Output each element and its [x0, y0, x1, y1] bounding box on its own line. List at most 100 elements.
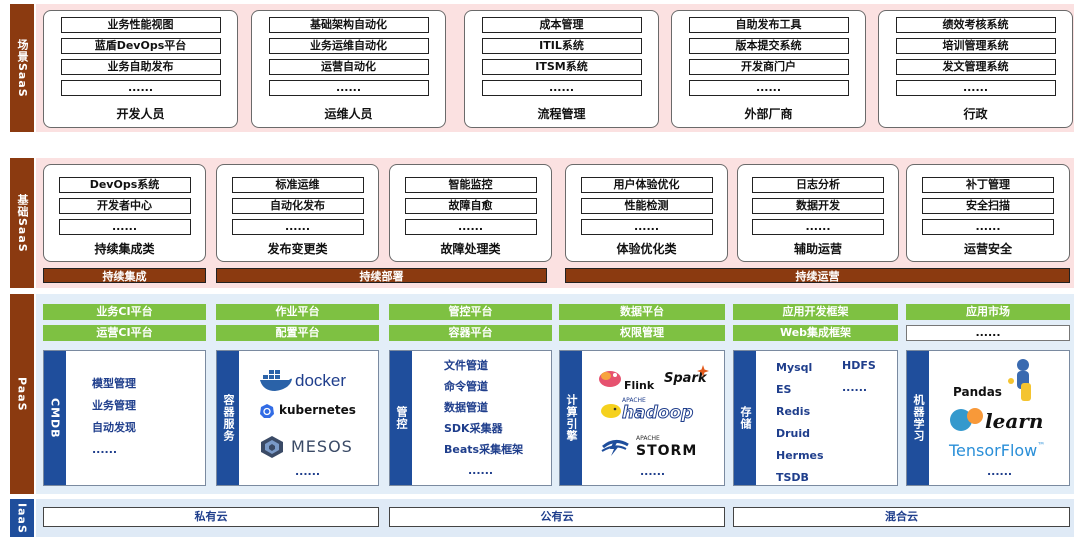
paas-platform-tag: ......: [906, 325, 1070, 341]
scikit-label: scikit: [1001, 407, 1017, 414]
scene-item: 业务自助发布: [60, 59, 221, 75]
compute-engine-title: 计算引擎: [560, 351, 582, 485]
compute-engine-card: 计算引擎 Flink Spark APACHE hadoop APACHE ST…: [559, 350, 725, 486]
container-more: ......: [295, 465, 321, 478]
base-item: DevOps系统: [58, 177, 191, 193]
mesos-hex-icon: [261, 436, 283, 458]
cmdb-items: 模型管理 业务管理 自动发现 ......: [92, 373, 136, 461]
storage-item: Druid: [776, 427, 811, 440]
scene-item: 蓝盾DevOps平台: [60, 38, 221, 54]
flink-squirrel-icon: [599, 371, 621, 387]
bar-continuous-deployment: 持续部署: [216, 268, 547, 283]
base-item: ......: [922, 219, 1054, 235]
hadoop-logo-text: hadoop: [621, 403, 694, 424]
hadoop-apache-label: APACHE: [622, 397, 646, 404]
layer-label-scene-saas: 场景SaaS: [10, 4, 34, 132]
storage-col2: HDFS ......: [842, 355, 876, 399]
hybrid-cloud-box: 混合云: [733, 507, 1070, 527]
paas-platform-tag: 应用市场: [906, 304, 1070, 320]
private-cloud-box: 私有云: [43, 507, 379, 527]
paas-band: [36, 294, 1074, 494]
layer-label-paas: PaaS: [10, 294, 34, 494]
scene-item: ......: [481, 80, 642, 96]
base-item: ......: [580, 219, 713, 235]
ml-more: ......: [987, 465, 1013, 478]
scene-item: 开发商门户: [688, 59, 849, 75]
flink-logo-text: Flink: [624, 379, 655, 392]
kubernetes-wheel-icon: [260, 404, 274, 418]
control-item: 数据管道: [444, 401, 488, 414]
storm-lightning-icon: [601, 440, 629, 456]
storage-col1: Mysql ES Redis Druid Hermes TSDB: [776, 357, 824, 483]
scene-card-label: 开发人员: [116, 107, 165, 121]
cmdb-item: ......: [92, 443, 118, 456]
container-service-title: 容器服务: [217, 351, 239, 485]
scene-item: 运营自动化: [268, 59, 429, 75]
scene-item: ......: [60, 80, 221, 96]
scene-item: 培训管理系统: [895, 38, 1056, 54]
control-card: 管控 文件管道 命令管道 数据管道 SDK采集器 Beats采集框架 .....…: [389, 350, 552, 486]
paas-platform-tag: 应用开发框架: [733, 304, 898, 320]
base-item: ......: [231, 219, 364, 235]
paas-platform-tag: 作业平台: [216, 304, 379, 320]
layer-label-base-saas: 基础SaaS: [10, 158, 34, 288]
scene-card: 绩效考核系统培训管理系统发文管理系统......行政: [878, 10, 1073, 128]
base-card: 日志分析数据开发......辅助运营: [737, 164, 899, 262]
control-item: ......: [468, 464, 494, 477]
base-card: 标准运维自动化发布......发布变更类: [216, 164, 379, 262]
scene-item: 基础架构自动化: [268, 17, 429, 33]
scene-card-label: 流程管理: [537, 107, 586, 121]
control-item: Beats采集框架: [444, 443, 524, 456]
scene-item: 成本管理: [481, 17, 642, 33]
base-item: 自动化发布: [231, 198, 364, 214]
paas-platform-tag: 管控平台: [389, 304, 552, 320]
scikit-learn-circles-icon: [950, 408, 983, 431]
machine-learning-title: 机器学习: [907, 351, 929, 485]
base-card: 用户体验优化性能检测......体验优化类: [565, 164, 728, 262]
base-item: 补丁管理: [922, 177, 1054, 193]
base-card: 智能监控故障自愈......故障处理类: [389, 164, 552, 262]
storage-item: Redis: [776, 405, 811, 418]
scene-item: ......: [268, 80, 429, 96]
docker-logo-text: docker: [295, 371, 347, 390]
base-item: ......: [404, 219, 537, 235]
container-service-card: 容器服务 docker kubernetes MESOS ......: [216, 350, 379, 486]
tensorflow-trademark: ™: [1037, 441, 1046, 450]
paas-platform-tag: 容器平台: [389, 325, 552, 341]
python-figure-icon: [1008, 359, 1031, 401]
learn-logo-text: learn: [985, 409, 1044, 433]
base-card-label: 体验优化类: [616, 242, 677, 256]
mesos-logo-text: MESOS: [291, 437, 353, 456]
scene-card: 业务性能视图蓝盾DevOps平台业务自助发布...... 开发人员: [43, 10, 238, 128]
base-item: 数据开发: [752, 198, 884, 214]
scene-item: 绩效考核系统: [895, 17, 1056, 33]
tensorflow-logo: TensorFlow™: [949, 441, 1045, 460]
scene-item: 业务性能视图: [60, 17, 221, 33]
control-items: 文件管道 命令管道 数据管道 SDK采集器 Beats采集框架 ......: [444, 355, 523, 481]
scene-card: 自助发布工具版本提交系统开发商门户......外部厂商: [671, 10, 866, 128]
storage-item: TSDB: [776, 471, 809, 483]
docker-whale-icon: [260, 370, 292, 391]
scene-item: 自助发布工具: [688, 17, 849, 33]
cmdb-item: 模型管理: [92, 377, 136, 390]
storage-item: ES: [776, 383, 792, 396]
storm-logo-text: STORM: [636, 443, 698, 459]
scene-item: ITIL系统: [481, 38, 642, 54]
paas-platform-tag: 配置平台: [216, 325, 379, 341]
bar-continuous-integration: 持续集成: [43, 268, 206, 283]
scene-item: 版本提交系统: [688, 38, 849, 54]
public-cloud-box: 公有云: [389, 507, 725, 527]
scene-item: ......: [688, 80, 849, 96]
base-item: 标准运维: [231, 177, 364, 193]
control-item: 文件管道: [444, 359, 488, 372]
control-item: 命令管道: [444, 380, 488, 393]
paas-platform-tag: 数据平台: [559, 304, 725, 320]
hadoop-elephant-icon: [601, 404, 621, 418]
layer-label-iaas: IaaS: [10, 499, 34, 537]
base-card-label: 运营安全: [963, 242, 1012, 256]
scene-card-label: 行政: [963, 107, 988, 121]
control-item: SDK采集器: [444, 422, 503, 435]
control-title: 管控: [390, 351, 412, 485]
base-item: 安全扫描: [922, 198, 1054, 214]
